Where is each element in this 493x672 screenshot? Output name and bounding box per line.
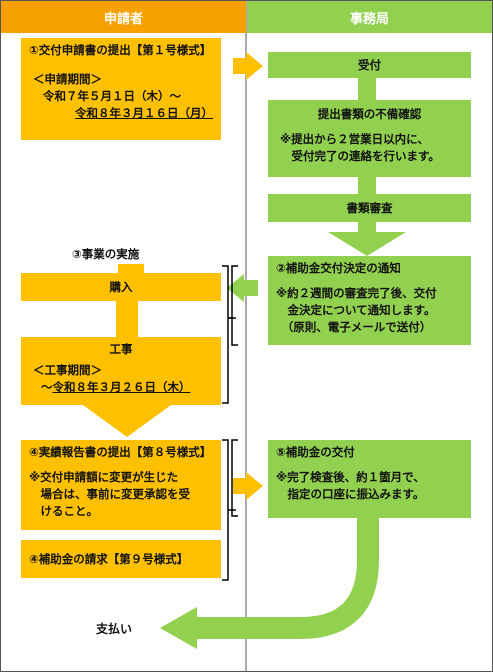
payment-curve [194, 518, 379, 639]
reception-box: 受付 [268, 52, 471, 78]
step2-note: ※約２週間の審査完了後、交付 金決定について通知します。 （原則、電子メールで送… [276, 286, 437, 334]
document-check-box: 提出書類の不備確認 ※提出から２営業日以内に、 受付完了の連絡を行います。 [268, 100, 471, 177]
step4-note: ※交付申請額に変更が生じた 場合は、事前に変更承認を受 けること。 [29, 470, 190, 518]
down-arrow-to-report [83, 405, 171, 437]
construction-title: 工事 [109, 342, 133, 356]
header-applicant: 申請者 [1, 1, 246, 33]
step2-decision-box: ②補助金交付決定の通知 ※約２週間の審査完了後、交付 金決定について通知します。… [268, 256, 471, 345]
connector-purchase-construction [116, 301, 138, 337]
step5-grant-box: ⑤補助金の交付 ※完了検査後、約１箇月で、 指定の口座に振込みます。 [268, 440, 471, 518]
document-check-title: 提出書類の不備確認 [317, 107, 422, 121]
step2-title: ②補助金交付決定の通知 [276, 261, 401, 275]
down-arrow-to-decision [328, 232, 406, 256]
step1-period-end: 令和８年３月１６日（月） [75, 106, 213, 120]
step3-label: ③事業の実施 [72, 247, 140, 261]
arrow-to-grant [233, 472, 263, 500]
construction-box: 工事 ＜工事期間＞ ～令和８年３月２６日（木） [21, 337, 221, 405]
connector-reception-check [358, 78, 376, 100]
step5-note: ※完了検査後、約１箇月で、 指定の口座に振込みます。 [276, 470, 425, 501]
step4-report-box: ④実績報告書の提出【第８号様式】 ※交付申請額に変更が生じた 場合は、事前に変更… [21, 440, 221, 530]
bracket-construction [222, 265, 229, 404]
arrow-decision-to-applicant [227, 274, 258, 302]
bracket-report [222, 439, 229, 581]
bracket-grant [231, 439, 238, 517]
step4-claim-box: ④補助金の請求【第９号様式】 [21, 540, 221, 578]
step1-period-label: ＜申請期間＞ [33, 72, 102, 86]
step1-application-box: ①交付申請書の提出【第１号様式】 ＜申請期間＞ 令和７年５月１日（木）～ 令和８… [21, 38, 221, 140]
purchase-box: 購入 [21, 273, 221, 301]
document-review-box: 書類審査 [268, 194, 471, 222]
connector-check-review [358, 177, 376, 194]
payment-label: 支払い [96, 622, 133, 636]
step5-title: ⑤補助金の交付 [276, 445, 355, 459]
bracket-decision [231, 265, 238, 346]
connector-review-arrow [358, 222, 376, 232]
step1-period-start: 令和７年５月１日（木）～ [43, 89, 181, 103]
step1-title: ①交付申請書の提出【第１号様式】 [29, 43, 212, 57]
document-check-note: ※提出から２営業日以内に、 受付完了の連絡を行います。 [280, 132, 440, 163]
arrow-to-reception [233, 52, 263, 80]
construction-period-prefix: ～ [41, 380, 53, 394]
step4-title: ④実績報告書の提出【第８号様式】 [29, 445, 212, 459]
header-office: 事務局 [247, 1, 492, 33]
construction-period-label: ＜工事期間＞ [33, 363, 102, 377]
connector-label-purchase [118, 264, 144, 273]
payment-arrow-head [160, 607, 197, 649]
construction-period-end: 令和８年３月２６日（木） [52, 380, 191, 394]
